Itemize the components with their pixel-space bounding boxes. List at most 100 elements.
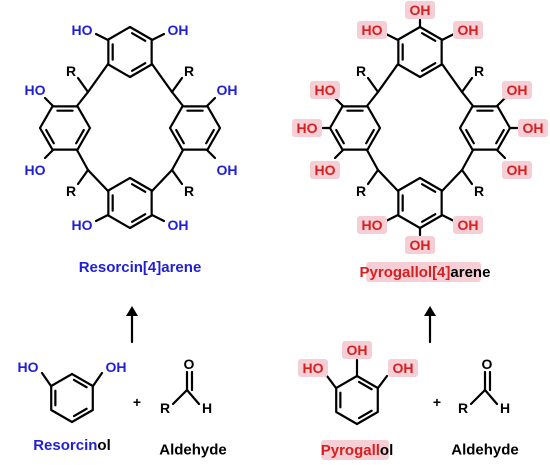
pyrogall-part: Pyrogall [321, 442, 380, 459]
bond [483, 388, 499, 406]
highlight-box [453, 21, 483, 39]
bond [365, 90, 380, 108]
hydroxyl-group: OH [523, 120, 544, 136]
bond [469, 388, 487, 406]
r-group: R [356, 183, 366, 199]
arene-ring-bottom [107, 176, 153, 230]
hydroxyl-group: OH [168, 22, 189, 38]
plus-sign: + [433, 394, 441, 410]
r-group: R [356, 63, 366, 79]
bond [185, 388, 201, 406]
reaction-arrow-left [126, 306, 138, 344]
aromatic-double-bond [130, 183, 147, 193]
reaction-arrow-right [424, 306, 436, 344]
highlight-box [298, 359, 328, 377]
bond [460, 90, 475, 108]
aromatic-double-bond [205, 128, 215, 145]
ol-part: ol [97, 437, 110, 454]
bond [440, 168, 464, 193]
hydroxyl-group: OH [458, 217, 479, 233]
arene-ring-right [458, 105, 512, 151]
bond [86, 62, 110, 94]
bond [150, 213, 166, 223]
hydrogen-atom: H [500, 400, 510, 416]
bond [366, 168, 380, 186]
aromatic-double-bond [357, 409, 373, 420]
hydroxyl-group: OH [410, 2, 431, 18]
hydroxyl-group: OH [106, 359, 127, 375]
bond [376, 168, 400, 193]
oxygen-atom: O [482, 356, 493, 372]
aromatic-double-bond [45, 128, 55, 145]
bond [86, 168, 110, 193]
highlight-box [453, 216, 483, 234]
aromatic-double-bond [420, 213, 437, 223]
r-group: R [458, 400, 468, 416]
highlight-box [292, 119, 322, 137]
oxygen-atom: O [184, 356, 195, 372]
pyrogallol-name: Pyrogallol [321, 442, 394, 459]
aldehyde-name: Aldehyde [451, 442, 519, 459]
bond [366, 76, 380, 94]
r-group: R [184, 63, 194, 79]
hydroxyl-group: HO [303, 360, 324, 376]
bond [150, 32, 166, 42]
hydroxyl-group: HO [18, 359, 39, 375]
bond [376, 374, 389, 390]
r-group: R [184, 183, 194, 199]
aromatic-double-bond [175, 128, 185, 145]
aromatic-double-bond [130, 62, 147, 72]
bond [495, 148, 507, 160]
aromatic-double-bond [72, 407, 88, 418]
aromatic-double-bond [357, 380, 373, 391]
highlight-box [405, 1, 435, 19]
pyrogallol-part: Pyrogallol[4] [360, 264, 451, 281]
resorcinol-name: Resorcinol [33, 437, 111, 454]
bond [170, 90, 185, 108]
bond [75, 148, 90, 172]
hydroxyl-group: OH [507, 162, 528, 178]
highlight-box [405, 236, 435, 254]
aromatic-double-bond [365, 128, 375, 145]
r-group: R [66, 63, 76, 79]
aldehyde-name-right-group: Aldehyde [451, 442, 519, 459]
aldehyde-name: Aldehyde [159, 442, 227, 459]
bond [460, 76, 474, 94]
arene-ring-top [397, 25, 443, 79]
ol-part: ol [380, 442, 393, 459]
hydroxyl-group: OH [458, 22, 479, 38]
plus-sign: + [133, 394, 141, 410]
hydroxyl-group: HO [25, 162, 46, 178]
highlight-box [502, 161, 532, 179]
bond [440, 32, 456, 42]
r-group: R [474, 63, 484, 79]
bond [495, 96, 507, 108]
resorcinol-ring [50, 372, 94, 424]
highlight-box [357, 21, 387, 39]
bond [325, 374, 338, 390]
bond [376, 62, 400, 94]
pyrogallolarene-name: Pyrogallol[4]arene [360, 264, 491, 281]
aromatic-double-bond [72, 378, 88, 389]
aromatic-double-bond [130, 213, 147, 223]
bond [150, 62, 174, 94]
bond [43, 96, 55, 108]
aromatic-double-bond [465, 128, 475, 145]
bond [384, 32, 400, 42]
bond [94, 213, 110, 223]
aromatic-double-bond [130, 32, 147, 42]
bond [150, 168, 174, 193]
r-group: R [66, 183, 76, 199]
bond [205, 96, 217, 108]
hydroxyl-group: HO [72, 217, 93, 233]
pyrogallol-ring [335, 374, 379, 426]
bond [94, 32, 110, 42]
highlight-box [310, 81, 340, 99]
arrow-head [424, 306, 436, 316]
arrow-head [126, 306, 138, 316]
arene-ring-left [38, 105, 92, 151]
